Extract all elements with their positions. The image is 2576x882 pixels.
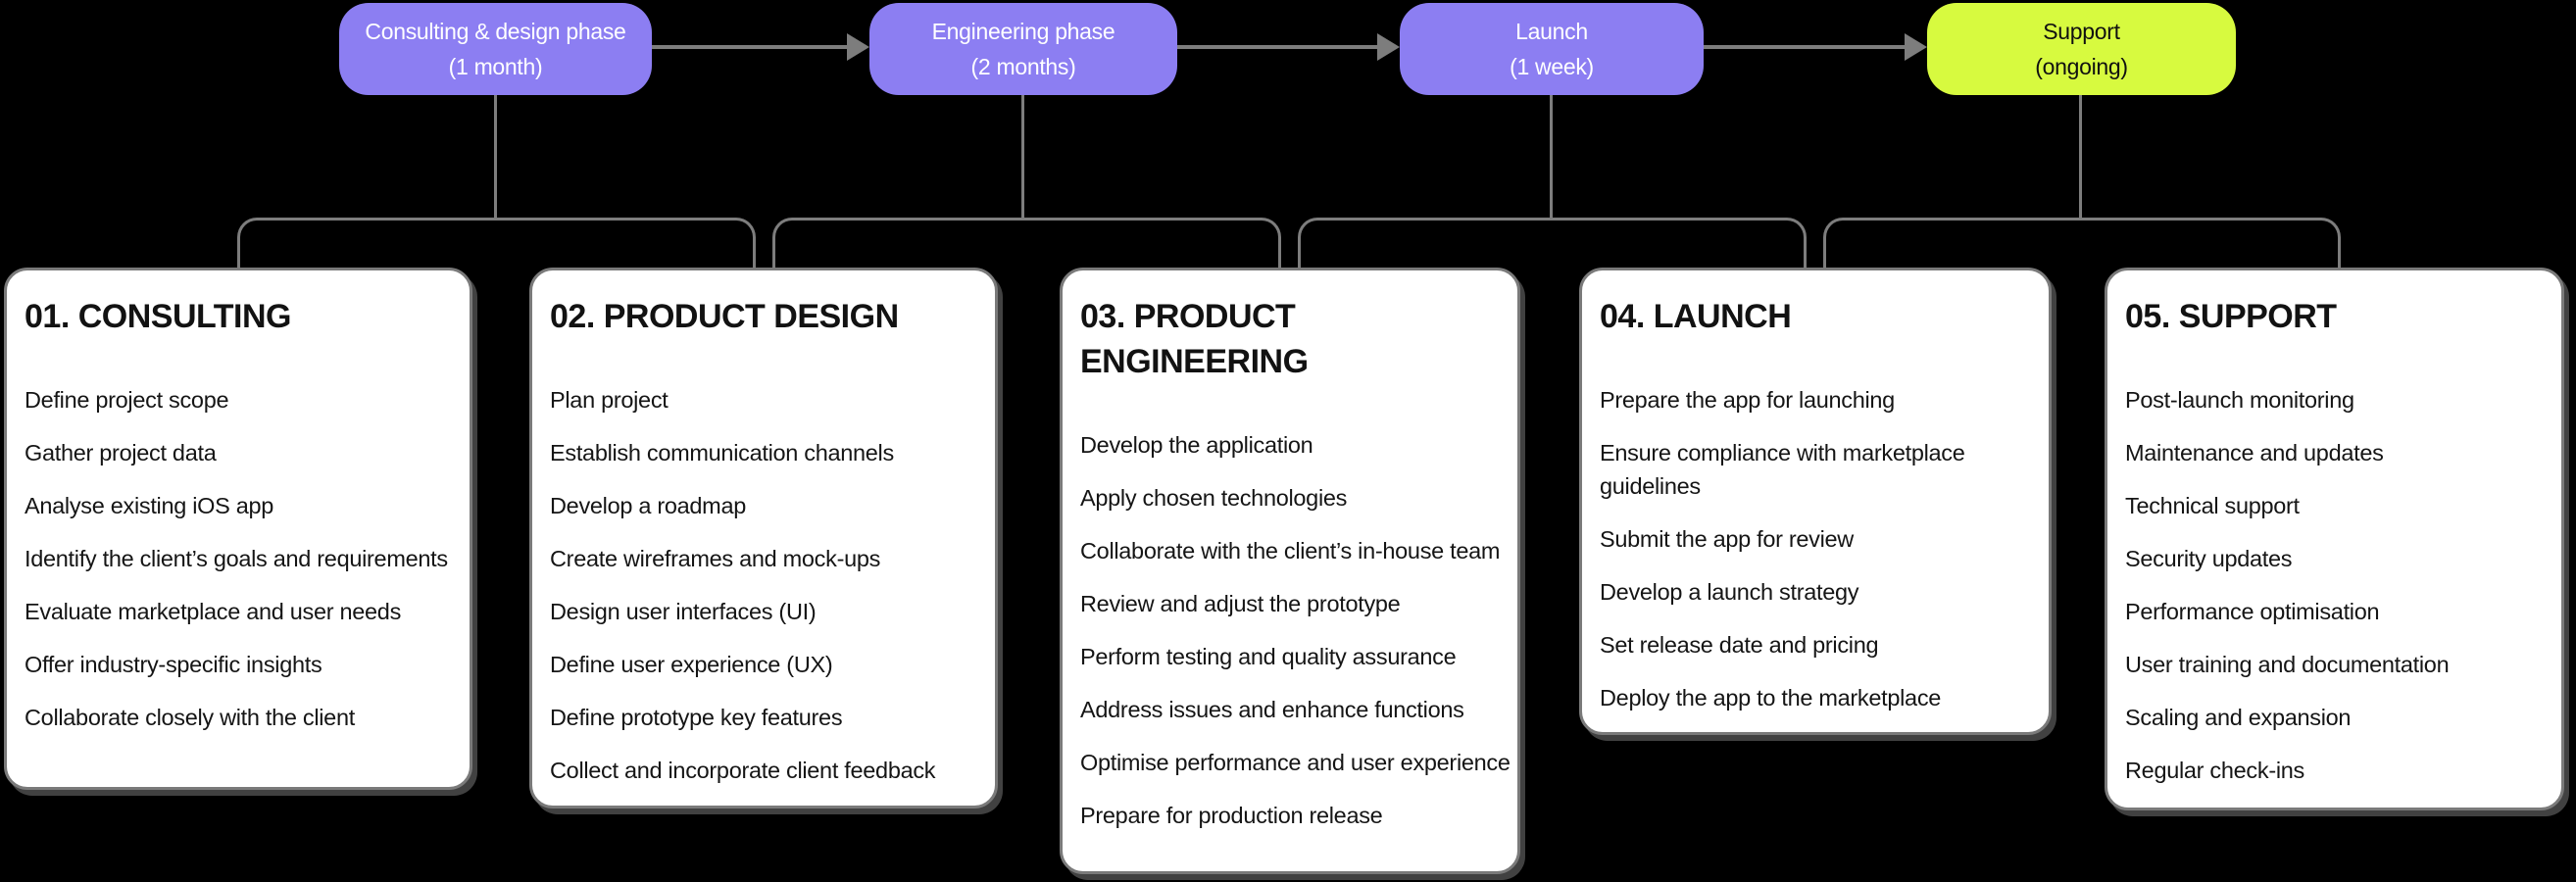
card-item: Set release date and pricing: [1600, 632, 1879, 658]
card-item: Ensure compliance with marketplace guide…: [1600, 440, 1965, 499]
card-title: 01. CONSULTING: [25, 298, 291, 335]
card-item: Develop a roadmap: [550, 493, 746, 518]
phase-name: Engineering phase: [931, 19, 1115, 44]
phase-stem-connector: [1021, 95, 1024, 220]
card-item: Define project scope: [25, 387, 229, 413]
card-title: 03. PRODUCT ENGINEERING: [1080, 298, 1309, 380]
phase-duration: (ongoing): [2035, 54, 2128, 79]
card-item: Create wireframes and mock-ups: [550, 546, 881, 571]
phase-box-support: Support (ongoing): [1927, 3, 2236, 95]
phase-stem-connector: [1550, 95, 1553, 220]
card-item: Maintenance and updates: [2125, 440, 2384, 466]
card-item: Define user experience (UX): [550, 652, 833, 677]
card-item: Review and adjust the prototype: [1080, 591, 1401, 616]
arrow-right-icon: [1905, 33, 1927, 61]
card-item: Performance optimisation: [2125, 599, 2380, 624]
phase-duration: (2 months): [970, 54, 1076, 79]
card-item: Regular check-ins: [2125, 758, 2304, 783]
branch-connector: [772, 218, 1281, 268]
phase-name: Consulting & design phase: [365, 19, 626, 44]
card-item: Define prototype key features: [550, 705, 843, 730]
card-title: 05. SUPPORT: [2125, 298, 2337, 335]
flow-arrow-line: [1177, 45, 1378, 49]
arrow-right-icon: [1377, 33, 1400, 61]
card-title: 04. LAUNCH: [1600, 298, 1792, 335]
card-item: Evaluate marketplace and user needs: [25, 599, 402, 624]
card-item: Submit the app for review: [1600, 526, 1854, 552]
card-item: Security updates: [2125, 546, 2293, 571]
card-item: User training and documentation: [2125, 652, 2450, 677]
card-item: Optimise performance and user experience: [1080, 750, 1511, 775]
card-item: Prepare for production release: [1080, 803, 1383, 828]
card-item: Apply chosen technologies: [1080, 485, 1348, 511]
card-item: Design user interfaces (UI): [550, 599, 817, 624]
card-product-engineering: 03. PRODUCT ENGINEERING Develop the appl…: [1060, 268, 1520, 874]
phase-box-consulting-design: Consulting & design phase (1 month): [339, 3, 652, 95]
phase-name: Launch: [1515, 19, 1588, 44]
phase-stem-connector: [494, 95, 497, 220]
card-item: Collect and incorporate client feedback: [550, 758, 936, 783]
card-item: Analyse existing iOS app: [25, 493, 274, 518]
card-launch: 04. LAUNCH Prepare the app for launching…: [1579, 268, 2052, 735]
phase-box-launch: Launch (1 week): [1400, 3, 1704, 95]
phase-box-engineering: Engineering phase (2 months): [869, 3, 1177, 95]
card-item: Scaling and expansion: [2125, 705, 2352, 730]
phase-duration: (1 week): [1510, 54, 1594, 79]
card-item: Address issues and enhance functions: [1080, 697, 1464, 722]
card-item: Deploy the app to the marketplace: [1600, 685, 1942, 710]
card-item: Gather project data: [25, 440, 217, 466]
card-item: Identify the client’s goals and requirem…: [25, 546, 448, 571]
branch-connector: [237, 218, 756, 268]
card-item: Collaborate closely with the client: [25, 705, 355, 730]
flow-arrow-line: [652, 45, 849, 49]
phase-name: Support: [2043, 19, 2120, 44]
card-item: Technical support: [2125, 493, 2300, 518]
flow-arrow-line: [1704, 45, 1906, 49]
card-title: 02. PRODUCT DESIGN: [550, 298, 899, 335]
card-item: Develop the application: [1080, 432, 1313, 458]
branch-connector: [1823, 218, 2341, 268]
card-item: Develop a launch strategy: [1600, 579, 1859, 605]
card-item: Post-launch monitoring: [2125, 387, 2354, 413]
card-item: Offer industry-specific insights: [25, 652, 322, 677]
branch-connector: [1298, 218, 1807, 268]
phase-duration: (1 month): [448, 54, 543, 79]
card-item: Plan project: [550, 387, 669, 413]
card-item: Perform testing and quality assurance: [1080, 644, 1457, 669]
phase-stem-connector: [2079, 95, 2082, 220]
arrow-right-icon: [847, 33, 869, 61]
card-item: Prepare the app for launching: [1600, 387, 1895, 413]
card-item: Collaborate with the client’s in-house t…: [1080, 538, 1501, 564]
card-item: Establish communication channels: [550, 440, 894, 466]
